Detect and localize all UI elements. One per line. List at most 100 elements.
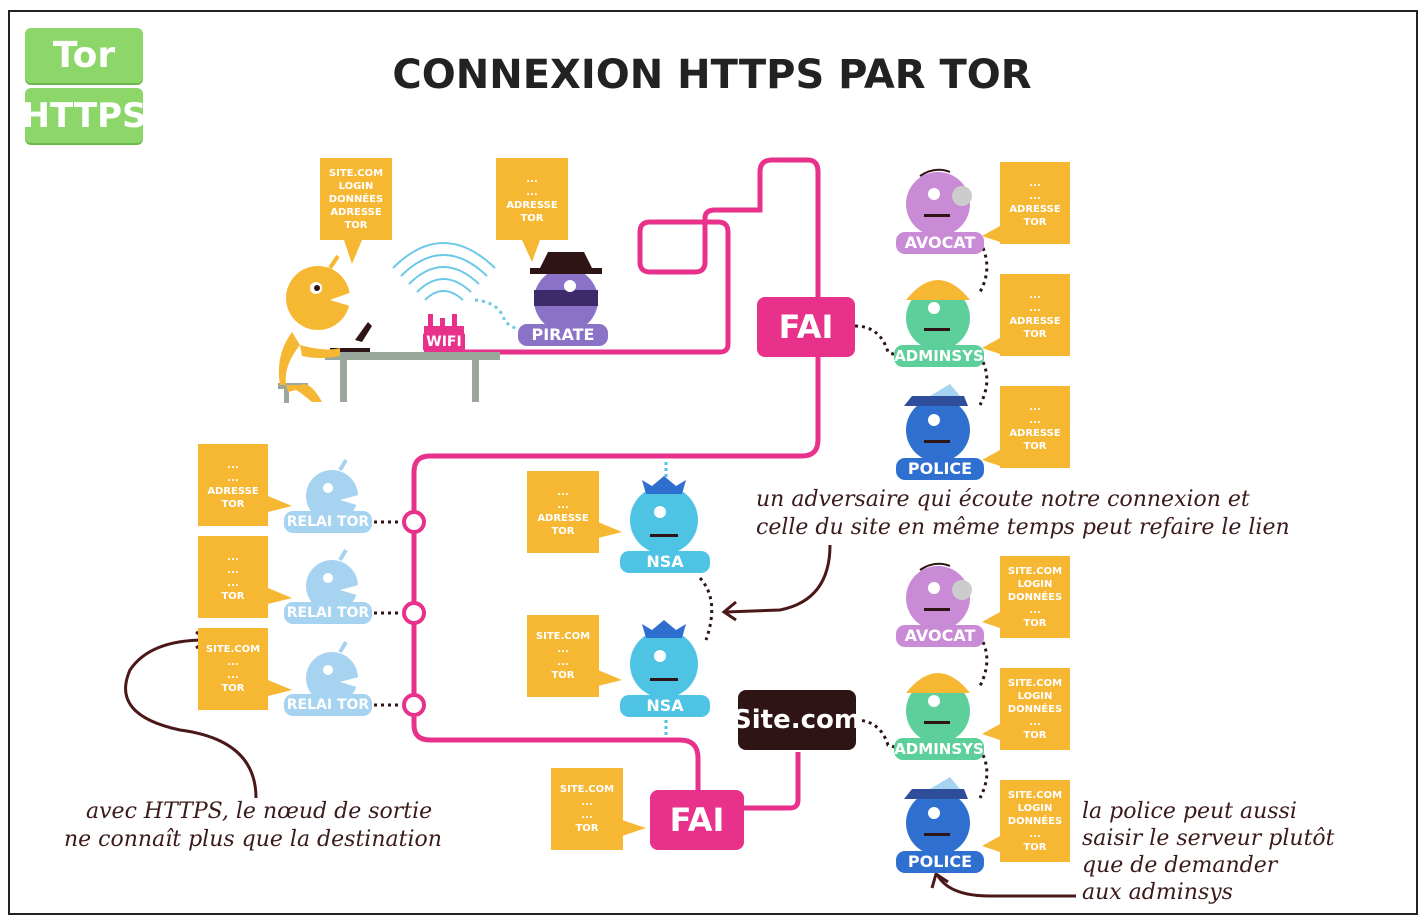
wifi-label: WIFI (423, 333, 465, 351)
pirate-character-icon (530, 252, 602, 332)
nsa-character-2-icon (630, 620, 698, 698)
card-line: ... (1029, 415, 1041, 426)
card-pointers (268, 226, 1000, 852)
card-line: TOR (1023, 217, 1047, 228)
site-adminsys-label: ADMINSYS (894, 738, 984, 760)
card-line: TOR (1023, 617, 1047, 629)
card-line: SITE.COM (535, 631, 591, 642)
isp-adminsys-card: ... ... ADRESSE TOR (1000, 274, 1070, 356)
card-line: ... (1029, 178, 1041, 189)
wifi-pirate-link (474, 298, 519, 332)
card-line: ... (557, 644, 569, 655)
card-line: LOGIN (1017, 578, 1053, 590)
pirate-label: PIRATE (518, 324, 608, 346)
nsa-label-1: NSA (620, 551, 710, 573)
relay-node-3 (402, 693, 426, 717)
exit-node-note: avec HTTPS, le nœud de sortie ne connaît… (64, 798, 442, 854)
isp-adminsys-label: ADMINSYS (894, 345, 984, 367)
adversary-note-line-1: un adversaire qui écoute notre connexion… (756, 487, 1250, 512)
card-line: ... (1029, 290, 1041, 301)
card-line: ... (1029, 303, 1041, 314)
relay-label-3: RELAI TOR (284, 694, 372, 716)
isp-chain-dots (978, 247, 989, 406)
card-line: TOR (575, 823, 599, 834)
card-line: SITE.COM (559, 784, 615, 795)
card-line: DONNÉES (1007, 591, 1063, 603)
relay-node-1 (402, 510, 426, 534)
site-avocat-character-icon (906, 562, 972, 630)
exit-arrow (124, 638, 258, 799)
police-arrow (936, 875, 1076, 898)
isp-police-character-icon (904, 384, 970, 462)
card-line: LOGIN (1017, 690, 1053, 702)
card-line: LOGIN (338, 180, 374, 192)
card-line: ... (1029, 402, 1041, 413)
user-card: SITE.COM LOGIN DONNÉES ADRESSE TOR (320, 158, 392, 240)
isp-adminsys-character-icon (906, 280, 970, 350)
user-character-icon (278, 254, 500, 403)
site-avocat-card: SITE.COM LOGIN DONNÉES ... TOR (1000, 556, 1070, 638)
card-line: TOR (551, 526, 575, 537)
card-line: SITE.COM (1007, 789, 1063, 801)
card-line: TOR (1023, 729, 1047, 741)
relay-card-3: SITE.COM ... ... TOR (198, 628, 268, 710)
card-line: ... (526, 174, 538, 185)
card-line: TOR (221, 591, 245, 602)
police-note-line-2: saisir le serveur plutôt (1082, 826, 1335, 851)
site-adminsys-card: SITE.COM LOGIN DONNÉES ... TOR (1000, 668, 1070, 750)
site-police-label: POLICE (896, 851, 984, 873)
isp-avocat-card: ... ... ADRESSE TOR (1000, 162, 1070, 244)
relay-character-1-icon (306, 458, 362, 522)
card-line: ADRESSE (207, 486, 259, 497)
card-line: ... (1029, 716, 1041, 728)
nsa-dots (698, 576, 714, 641)
card-line: DONNÉES (1007, 703, 1063, 715)
fai-box-site: FAI (650, 790, 744, 850)
card-line: ... (581, 797, 593, 808)
isp-police-card: ... ... ADRESSE TOR (1000, 386, 1070, 468)
nsa-character-1-icon (630, 476, 698, 554)
police-note: la police peut aussi saisir le serveur p… (1082, 798, 1335, 906)
card-line: ... (1029, 604, 1041, 616)
isp-avocat-character-icon (906, 168, 972, 236)
https-badge: HTTPS (21, 88, 147, 143)
site-avocat-label: AVOCAT (896, 625, 984, 647)
pirate-card: ... ... ADRESSE TOR (496, 158, 568, 240)
card-line: TOR (221, 499, 245, 510)
card-line: TOR (221, 683, 245, 694)
card-line: TOR (344, 219, 368, 231)
page-title: CONNEXION HTTPS PAR TOR (392, 52, 1032, 98)
relay-node-2 (402, 601, 426, 625)
card-line: ... (557, 657, 569, 668)
adversary-arrow (725, 544, 832, 614)
card-line: ADRESSE (330, 206, 382, 218)
card-line: TOR (1023, 329, 1047, 340)
card-line: ... (227, 552, 239, 563)
card-line: ... (227, 460, 239, 471)
nsa-card-2: SITE.COM ... ... TOR (527, 615, 599, 697)
police-arrowhead (930, 871, 949, 889)
relay-card-2: ... ... ... TOR (198, 536, 268, 618)
isp-police-label: POLICE (896, 458, 984, 480)
connection-line (411, 157, 821, 790)
site-police-card: SITE.COM LOGIN DONNÉES ... TOR (1000, 780, 1070, 862)
police-note-line-3: que de demander (1082, 853, 1278, 878)
card-line: TOR (551, 670, 575, 681)
adversary-arrowhead (721, 600, 737, 622)
card-line: DONNÉES (328, 193, 384, 205)
site-adminsys-character-icon (906, 673, 970, 743)
relay-label-1: RELAI TOR (284, 511, 372, 533)
adversary-note-line-2: celle du site en même temps peut refaire… (756, 515, 1290, 540)
site-chain-dots (978, 641, 989, 799)
police-note-line-1: la police peut aussi (1082, 799, 1297, 824)
exit-note-line-2: ne connaît plus que la destination (64, 827, 442, 852)
site-dots (854, 718, 899, 750)
wifi-waves-icon (392, 242, 496, 301)
site-box: Site.com (733, 690, 861, 750)
nsa-label-2: NSA (620, 695, 710, 717)
card-line: ADRESSE (1009, 204, 1061, 215)
isp-avocat-label: AVOCAT (896, 232, 984, 254)
card-line: ... (557, 500, 569, 511)
tor-badge: Tor (25, 28, 143, 83)
